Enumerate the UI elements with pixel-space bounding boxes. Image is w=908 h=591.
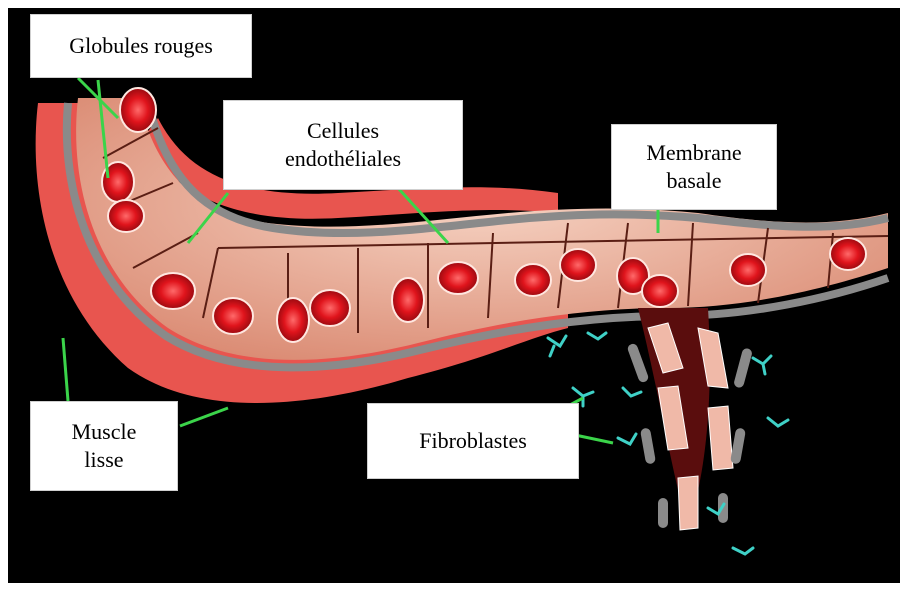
diagram-frame: Globules rouges Cellules endothéliales M… <box>8 8 900 583</box>
label-muscle-lisse: Muscle lisse <box>30 401 178 491</box>
label-globules-rouges: Globules rouges <box>30 14 252 78</box>
label-cellules-endotheliales: Cellules endothéliales <box>223 100 463 190</box>
label-fibroblastes: Fibroblastes <box>367 403 579 479</box>
capillary-branch <box>626 308 753 530</box>
label-membrane-basale: Membrane basale <box>611 124 777 210</box>
capillary-diagram <box>8 8 900 583</box>
